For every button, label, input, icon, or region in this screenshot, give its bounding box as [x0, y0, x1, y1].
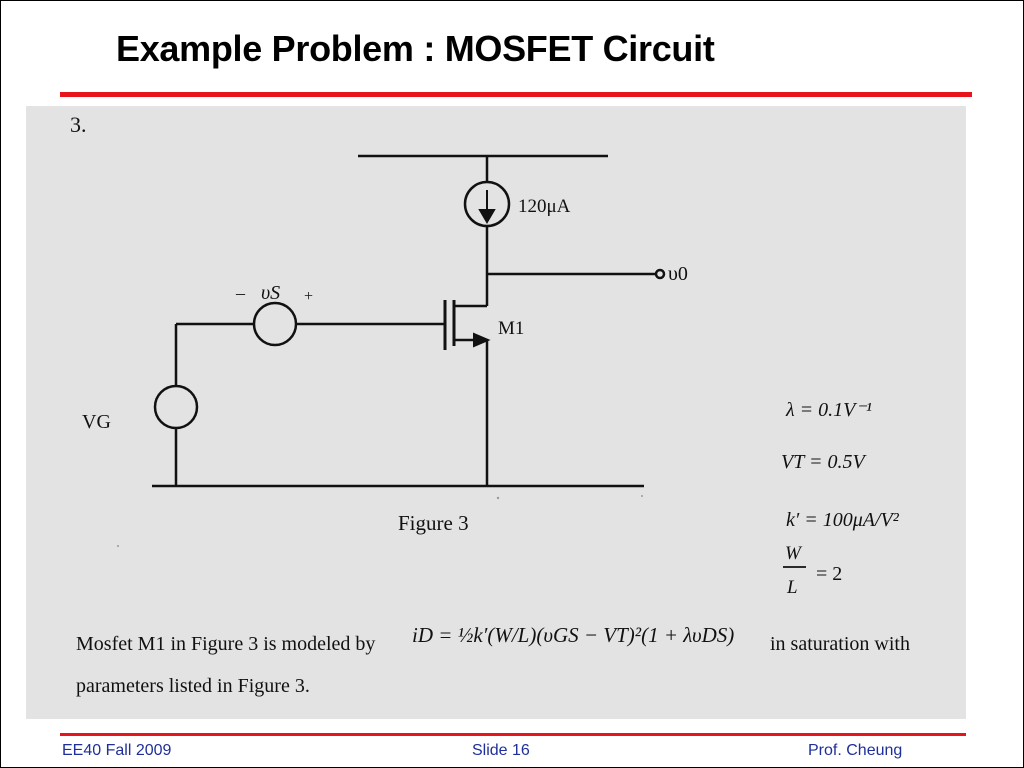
figure-caption: Figure 3: [398, 511, 469, 535]
footer-divider: [60, 733, 966, 736]
model-equation: iD = ½k′(W/L)(υGS − VT)²(1 + λυDS): [412, 623, 735, 647]
param-l-label: L: [786, 577, 798, 598]
current-arrow-head: [478, 209, 496, 224]
signal-source-minus-label: –: [235, 283, 246, 303]
transistor-label: M1: [498, 318, 524, 339]
param-w-label: W: [785, 543, 803, 564]
problem-number: 3.: [70, 112, 87, 137]
scan-speck: [641, 495, 643, 497]
description-line-2: parameters listed in Figure 3.: [76, 675, 310, 697]
scan-speck: [496, 496, 500, 500]
signal-source-label: υS: [261, 282, 280, 304]
description-text-before: Mosfet M1 in Figure 3 is modeled by: [76, 633, 376, 655]
param-vt: VT = 0.5V: [781, 451, 867, 473]
scanned-problem-image: 3.: [26, 106, 966, 719]
output-label: υ0: [668, 263, 688, 285]
param-lambda: λ = 0.1V⁻¹: [785, 399, 872, 421]
footer-slide-number: Slide 16: [472, 742, 530, 759]
gate-bias-label: VG: [82, 411, 111, 433]
output-terminal: [654, 268, 666, 280]
slide-title: Example Problem : MOSFET Circuit: [116, 28, 715, 69]
signal-source-plus-label: +: [304, 288, 313, 305]
signal-source-symbol: [252, 301, 298, 347]
current-source-label: 120μA: [518, 196, 571, 217]
param-w-over-l-value: = 2: [816, 563, 842, 585]
vg-source-symbol: [153, 384, 199, 430]
footer-course: EE40 Fall 2009: [62, 742, 172, 759]
description-text-after: in saturation with: [770, 633, 910, 655]
footer-author: Prof. Cheung: [808, 742, 903, 759]
scan-speck: [117, 545, 119, 547]
source-arrow-icon: [473, 332, 491, 348]
title-divider: [60, 92, 972, 97]
circuit-schematic: 120μA υ0 – υS + M1 VG λ = 0.1V⁻¹ VT = 0.…: [82, 154, 900, 598]
param-k-prime: k′ = 100μA/V²: [786, 509, 900, 531]
